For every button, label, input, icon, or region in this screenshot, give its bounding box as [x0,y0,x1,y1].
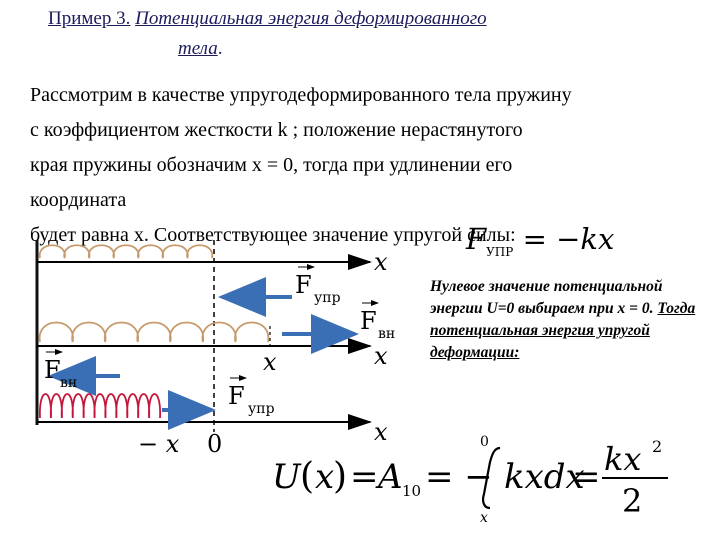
u-symbol: U [272,457,302,497]
note-italic: Нулевое значение потенциальной энергии U… [430,278,663,317]
axis-label: x [374,342,388,370]
paragraph-line: будет равна х. Соответствующее значение … [30,224,516,246]
work-symbol: A [375,457,403,497]
integral-sign [482,446,501,510]
note-underlined: Тогда потенциальная энергия упругой дефо… [430,300,696,361]
integrand: kxdx [504,457,585,497]
f-vn-sub-2: вн [60,375,77,391]
force-rhs: = −kx [522,222,615,256]
u-arg: x [315,457,334,497]
f-upr-label-1: F [295,271,312,299]
f-upr-label-2: F [228,382,245,410]
numerator: kx [604,440,641,478]
eq-1: = [350,457,379,497]
f-vn-label-2: F [44,356,61,384]
paragraph-line: с коэффициентом жесткости k ; положение … [30,119,523,141]
title-line-1: Потенциальная энергия деформированного [135,8,487,29]
zero-energy-note: Нулевое значение потенциальной энергии U… [430,276,710,364]
paragraph-line: координата [30,189,127,211]
f-vn-sub-1: вн [378,326,395,342]
svg-text:(: ( [300,456,314,497]
eq-3: = [572,457,601,497]
work-sub: 10 [402,482,421,500]
axis-label: x [374,418,388,446]
denominator: 2 [622,482,642,520]
origin-label: 0 [207,430,222,458]
spring-natural [39,244,213,259]
title-line-2: тела [178,38,218,59]
example-label: Пример 3. [48,8,131,29]
eq-2: = − [425,457,493,497]
upper-limit: 0 [480,434,489,450]
elastic-force-formula: FУПР = −kx [466,222,615,259]
neg-x-label: − x [138,430,180,458]
paragraph: Рассмотрим в качестве упругодеформирован… [30,78,710,253]
lower-limit: x [480,510,488,526]
exponent: 2 [652,437,662,456]
axis-label: x [374,248,388,276]
slide-title: Пример 3. Потенциальная энергия деформир… [48,8,487,59]
paragraph-line: края пружины обозначим х = 0, тогда при … [30,154,513,176]
svg-text:): ) [333,456,347,497]
paragraph-line: Рассмотрим в качестве упругодеформирован… [30,84,572,106]
f-vn-label-1: F [360,307,377,335]
force-sub: УПР [486,244,514,259]
x-position-label: x [263,348,277,376]
f-upr-sub-1: упр [314,290,341,306]
spring-stretched [38,321,270,343]
f-upr-sub-2: упр [248,401,275,417]
spring-compressed [39,393,161,419]
